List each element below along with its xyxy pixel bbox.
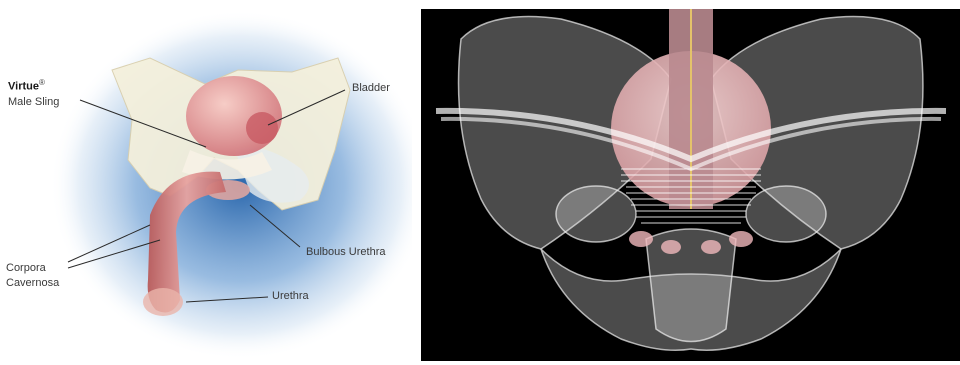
bulbous-urethra-label: Bulbous Urethra: [306, 246, 386, 259]
product-name: Virtue: [8, 81, 39, 93]
pelvis-sling-drawing: [0, 0, 412, 365]
left-anatomy-illustration: Virtue® Male Sling Bladder Bulbous Ureth…: [0, 0, 412, 365]
right-xray-illustration: [421, 9, 960, 361]
bladder-label: Bladder: [352, 82, 390, 95]
xray-pelvis-drawing: [421, 9, 960, 361]
urethra-label: Urethra: [272, 290, 309, 303]
registered-mark: ®: [39, 78, 45, 87]
corpora-label-line2: Cavernosa: [6, 277, 59, 290]
male-sling-label: Male Sling: [8, 96, 59, 109]
corpora-label-line1: Corpora: [6, 262, 46, 275]
virtue-label: Virtue®: [8, 76, 45, 94]
